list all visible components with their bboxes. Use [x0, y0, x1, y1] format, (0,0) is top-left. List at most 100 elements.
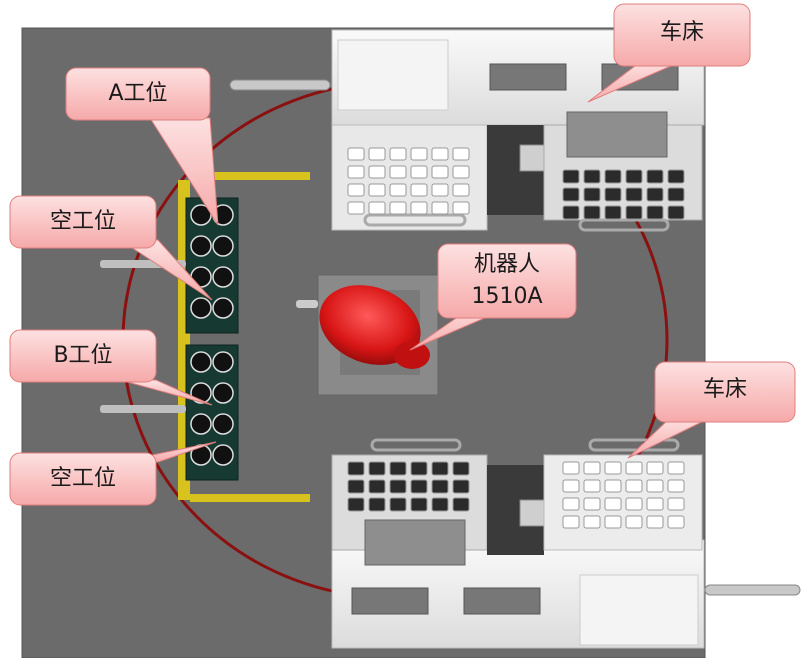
vent-slot	[389, 147, 407, 161]
lathe-bottom-chuck	[519, 499, 545, 527]
vent-slot	[583, 497, 601, 511]
vent-slot	[389, 461, 407, 476]
vent-slot	[604, 205, 622, 220]
lathe-bottom-window-2	[463, 587, 541, 615]
lathe-bottom-cover	[364, 519, 466, 566]
vent-slot	[452, 183, 470, 197]
vent-slot	[646, 187, 664, 202]
workpiece	[212, 444, 234, 466]
workpiece	[190, 351, 212, 373]
callout-station-a	[65, 67, 219, 226]
workpiece	[190, 413, 212, 435]
vent-slot	[431, 497, 449, 512]
robot-1510a	[296, 274, 439, 396]
station-a-parts	[190, 204, 234, 319]
vent-slot	[646, 461, 664, 475]
workpiece	[212, 413, 234, 435]
workpiece	[212, 266, 234, 288]
vent-slot	[452, 479, 470, 494]
vent-slot	[347, 497, 365, 512]
lathe-bottom-vent-left	[347, 461, 470, 512]
lathe-top	[229, 29, 705, 232]
vent-slot	[604, 187, 622, 202]
station-b-parts	[190, 351, 234, 466]
workpiece	[190, 297, 212, 319]
lathe-bottom-door-handle-2	[588, 438, 680, 452]
vent-slot	[604, 169, 622, 184]
lathe-bottom-panel	[579, 574, 699, 646]
vent-slot	[389, 165, 407, 179]
workpiece	[190, 204, 212, 226]
vent-slot	[368, 497, 386, 512]
vent-slot	[368, 461, 386, 476]
vent-slot	[604, 515, 622, 529]
vent-slot	[667, 169, 685, 184]
vent-slot	[604, 461, 622, 475]
vent-slot	[667, 515, 685, 529]
vent-slot	[667, 187, 685, 202]
robot-arm	[319, 285, 421, 365]
workpiece	[212, 351, 234, 373]
vent-slot	[583, 515, 601, 529]
lathe-top-door-handle	[363, 213, 467, 227]
vent-slot	[583, 187, 601, 202]
vent-slot	[410, 461, 428, 476]
vent-slot	[562, 515, 580, 529]
callout-lathe-top	[587, 3, 751, 103]
lathe-top-handle	[229, 79, 331, 91]
vent-slot	[452, 461, 470, 476]
vent-slot	[347, 147, 365, 161]
vent-slot	[368, 183, 386, 197]
lathe-bottom-door-handle	[370, 438, 462, 452]
vent-slot	[347, 201, 365, 215]
vent-slot	[667, 497, 685, 511]
vent-slot	[625, 515, 643, 529]
vent-slot	[562, 205, 580, 220]
vent-slot	[562, 187, 580, 202]
vent-slot	[368, 165, 386, 179]
vent-slot	[431, 165, 449, 179]
vent-slot	[625, 169, 643, 184]
vent-slot	[646, 497, 664, 511]
vent-slot	[389, 497, 407, 512]
station-rail-bottom	[190, 494, 310, 502]
vent-slot	[452, 201, 470, 215]
robot-tool	[296, 300, 318, 308]
vent-slot	[368, 201, 386, 215]
lathe-top-window-1	[489, 63, 567, 91]
lathe-top-chuck	[519, 144, 545, 172]
vent-slot	[410, 201, 428, 215]
station-slide-2	[100, 405, 186, 413]
callout-empty-2	[9, 441, 217, 506]
vent-slot	[389, 479, 407, 494]
vent-slot	[452, 147, 470, 161]
vent-slot	[583, 461, 601, 475]
vent-slot	[347, 165, 365, 179]
loading-stations	[100, 172, 310, 502]
vent-slot	[431, 201, 449, 215]
vent-slot	[604, 479, 622, 493]
vent-slot	[347, 479, 365, 494]
lathe-bottom	[331, 438, 801, 649]
vent-slot	[410, 147, 428, 161]
lathe-bottom-vent-right	[562, 461, 685, 529]
vent-slot	[431, 183, 449, 197]
vent-slot	[646, 515, 664, 529]
vent-slot	[667, 479, 685, 493]
vent-slot	[410, 183, 428, 197]
vent-slot	[431, 461, 449, 476]
vent-slot	[389, 183, 407, 197]
vent-slot	[431, 147, 449, 161]
vent-slot	[667, 205, 685, 220]
lathe-top-vent-right	[562, 169, 685, 220]
vent-slot	[583, 169, 601, 184]
vent-slot	[410, 165, 428, 179]
robot-wrist	[394, 341, 430, 369]
vent-slot	[646, 205, 664, 220]
vent-slot	[625, 497, 643, 511]
vent-slot	[368, 147, 386, 161]
lathe-top-panel-1	[337, 39, 449, 111]
workpiece	[212, 382, 234, 404]
lathe-bottom-window-1	[351, 587, 429, 615]
vent-slot	[452, 497, 470, 512]
